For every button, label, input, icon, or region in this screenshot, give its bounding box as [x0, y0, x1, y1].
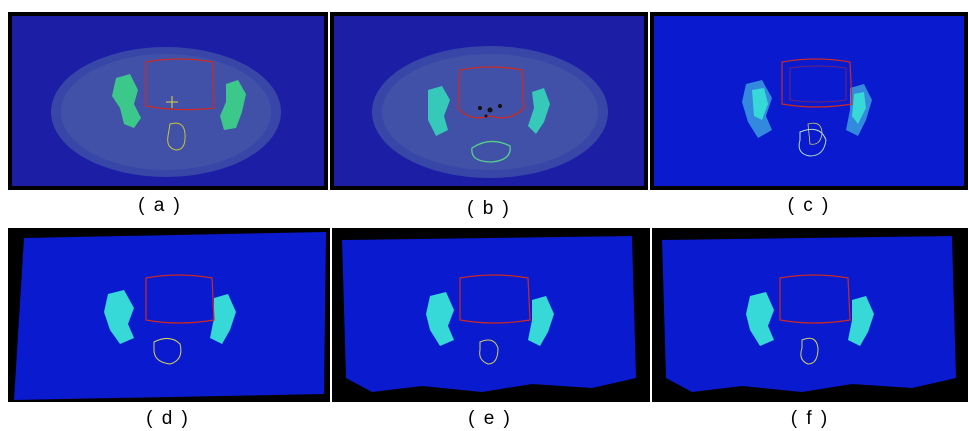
panel-f [652, 228, 968, 402]
ct-image-e [332, 228, 650, 402]
caption-e: ( e ) [468, 408, 512, 429]
ct-image-c [650, 12, 968, 190]
ct-image-b [330, 12, 648, 190]
panel-c [650, 12, 968, 190]
caption-c: ( c ) [787, 195, 831, 216]
ct-image-a [8, 12, 328, 190]
panel-d [8, 228, 330, 402]
ct-image-f [652, 228, 968, 402]
panel-a [8, 12, 328, 190]
caption-f: ( f ) [790, 408, 830, 429]
panel-b [330, 12, 648, 190]
panel-e [332, 228, 650, 402]
caption-d: ( d ) [146, 408, 190, 429]
ct-image-d [8, 228, 330, 402]
caption-b: ( b ) [467, 198, 511, 219]
caption-a: ( a ) [138, 195, 182, 216]
